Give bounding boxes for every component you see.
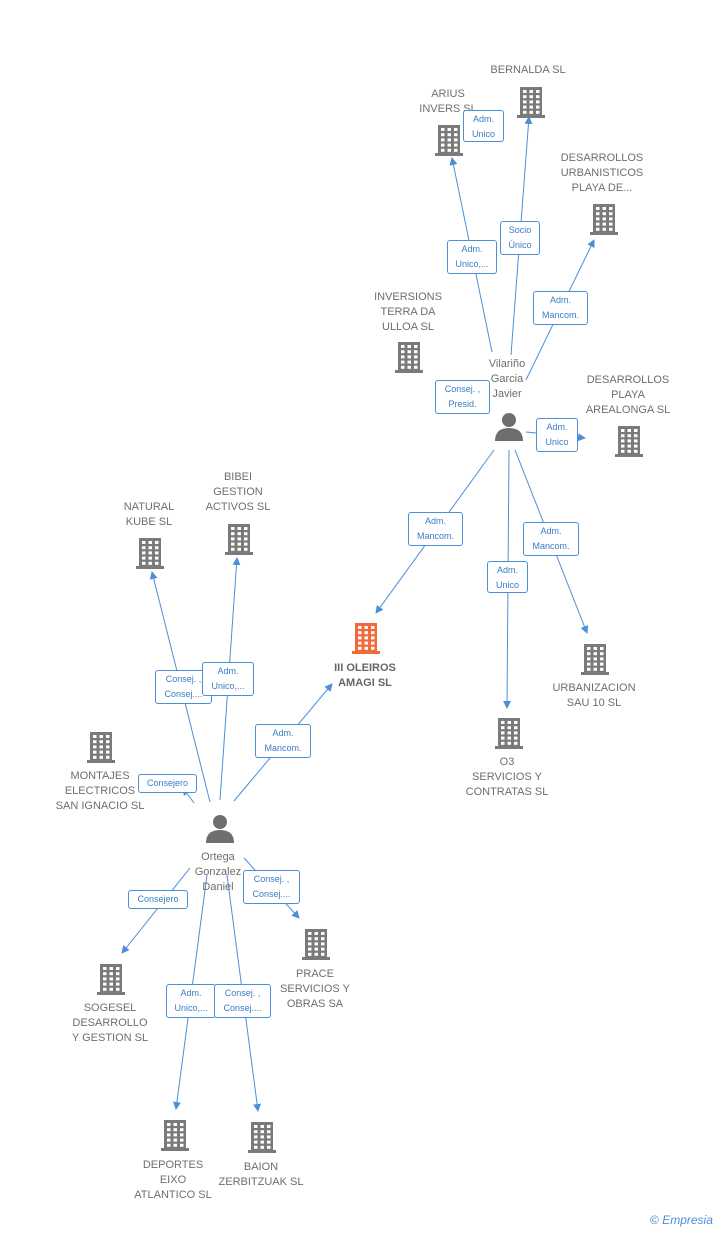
relation-tag-ortega-oleiros[interactable]: Adm. Mancom. — [255, 724, 311, 758]
relation-tag-vilarino-arius[interactable]: Adm. Unico — [463, 110, 504, 142]
relation-tag-vilarino-inversions[interactable]: Consej. , Presid. — [435, 380, 490, 414]
node-label-natural_kube[interactable]: NATURAL KUBE SL — [123, 501, 175, 528]
building-icon-o3 — [495, 718, 523, 749]
building-icon-urbanizacion — [581, 644, 609, 675]
node-label-ortega[interactable]: Ortega Gonzalez Daniel — [194, 851, 242, 893]
building-icon-montajes — [87, 732, 115, 763]
person-icon-ortega — [206, 815, 234, 843]
edge-ortega-sogesel — [121, 867, 191, 954]
building-icon-desarrollos_urb — [590, 204, 618, 235]
building-icon-sogesel — [97, 964, 125, 995]
building-icon-deportes — [161, 1120, 189, 1151]
building-icon-natural_kube — [136, 538, 164, 569]
node-label-montajes[interactable]: MONTAJES ELECTRICOS SAN IGNACIO SL — [55, 770, 145, 812]
person-icon-vilarino — [495, 413, 523, 441]
node-label-baion[interactable]: BAION ZERBITZUAK SL — [218, 1161, 304, 1188]
building-icon-baion — [248, 1122, 276, 1153]
node-label-deportes[interactable]: DEPORTES EIXO ATLANTICO SL — [134, 1159, 212, 1201]
relation-tag-ortega-bibei[interactable]: Adm. Unico,... — [202, 662, 254, 696]
node-label-vilarino[interactable]: Vilariño Garcia Javier — [488, 358, 526, 400]
relation-tag-vilarino-desarrollos_urb[interactable]: Adm. Mancom. — [533, 291, 588, 325]
node-label-prace[interactable]: PRACE SERVICIOS Y OBRAS SA — [280, 968, 350, 1010]
relation-tag-vilarino-urbanizacion[interactable]: Adm. Mancom. — [523, 522, 579, 556]
brand-logo: Empresia — [662, 1213, 713, 1227]
relation-tag-vilarino-oleiros[interactable]: Adm. Mancom. — [408, 512, 463, 546]
relation-tag-vilarino-arius[interactable]: Adm. Unico,... — [447, 240, 497, 274]
building-icon-arealonga — [615, 426, 643, 457]
relation-tag-ortega-sogesel[interactable]: Consejero — [128, 890, 188, 909]
node-label-bernalda[interactable]: BERNALDA SL — [490, 64, 566, 76]
relation-tag-ortega-baion[interactable]: Consej. , Consej.... — [214, 984, 271, 1018]
node-label-arealonga[interactable]: DESARROLLOS PLAYA AREALONGA SL — [585, 374, 671, 416]
building-icon-inversions — [395, 342, 423, 373]
footer-brand: © Empresia — [650, 1213, 713, 1227]
building-icon-arius — [435, 125, 463, 156]
relation-tag-vilarino-arealonga[interactable]: Adm. Unico — [536, 418, 578, 452]
relation-tag-ortega-deportes[interactable]: Adm. Unico,... — [166, 984, 216, 1018]
relation-tag-ortega-montajes[interactable]: Consejero — [138, 774, 197, 793]
node-label-urbanizacion[interactable]: URBANIZACION SAU 10 SL — [552, 682, 636, 709]
building-icon-bernalda — [517, 87, 545, 118]
building-icon-oleiros — [352, 623, 380, 654]
node-label-bibei[interactable]: BIBEI GESTION ACTIVOS SL — [205, 471, 271, 513]
building-icon-bibei — [225, 524, 253, 555]
node-label-oleiros[interactable]: III OLEIROS AMAGI SL — [334, 662, 396, 689]
relation-tag-ortega-prace[interactable]: Consej. , Consej.... — [243, 870, 300, 904]
node-label-o3[interactable]: O3 SERVICIOS Y CONTRATAS SL — [465, 756, 549, 798]
node-label-sogesel[interactable]: SOGESEL DESARROLLO Y GESTION SL — [71, 1002, 149, 1044]
copyright-symbol: © — [650, 1213, 659, 1227]
building-icon-prace — [302, 929, 330, 960]
relation-tag-vilarino-o3[interactable]: Adm. Unico — [487, 561, 528, 593]
node-label-inversions[interactable]: INVERSIONS TERRA DA ULLOA SL — [374, 291, 442, 333]
relation-tag-vilarino-bernalda[interactable]: Socio Único — [500, 221, 540, 255]
node-label-desarrollos_urb[interactable]: DESARROLLOS URBANISTICOS PLAYA DE... — [560, 152, 644, 194]
